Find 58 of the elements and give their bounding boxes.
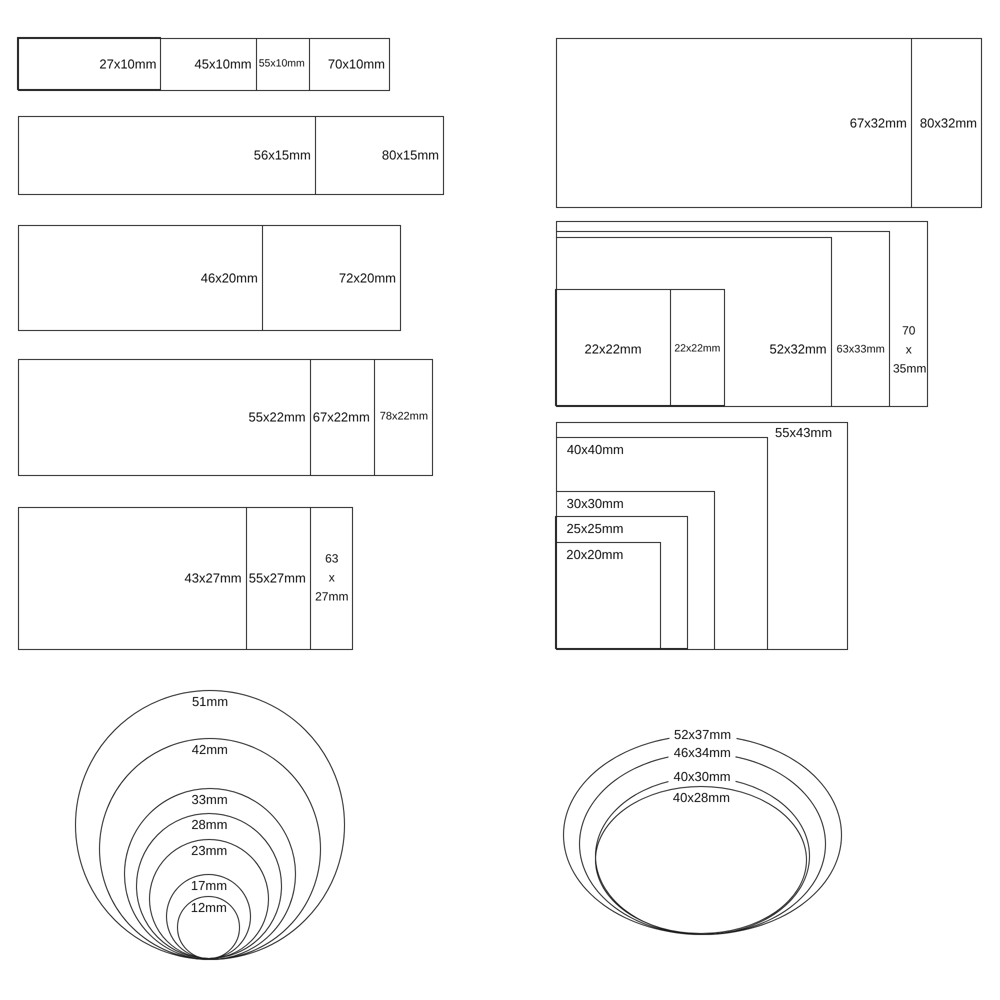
size-label: 78x22mm [380,410,428,425]
size-label: 45x10mm [194,56,252,72]
label-outline [556,422,848,650]
label-outline [18,38,390,91]
circle-outline [166,874,252,959]
size-label: 80x32mm [920,115,977,130]
size-label: 17mm [190,878,228,893]
size-label: 52x37mm [668,727,736,742]
circle-outline [149,839,270,960]
size-label: 63 x 27mm [314,550,350,606]
size-label: 25x25mm [566,521,624,536]
label-outline [18,225,401,331]
size-label: 63x33mm [836,342,885,358]
label-outline [555,542,662,650]
size-label: 22x22mm [674,342,720,357]
label-outline [555,516,688,650]
size-label: 30x30mm [566,496,624,511]
size-label: 55x43mm [775,425,832,440]
size-label: 27x10mm [99,56,156,72]
size-label: 28mm [191,817,228,832]
label-outline [555,289,726,406]
size-label: 72x20mm [338,270,396,286]
label-outline [18,38,257,91]
size-label: 70x10mm [328,56,385,72]
size-label: 80x15mm [382,148,439,163]
size-label: 52x32mm [770,342,827,357]
label-outline [17,37,162,90]
size-label: 55x27mm [248,570,306,586]
size-label: 51mm [192,694,228,709]
size-label: 20x20mm [566,547,624,562]
size-label: 46x20mm [200,270,258,286]
circle-outline [98,738,321,960]
label-outline [18,116,444,195]
size-label: 56x15mm [254,148,311,163]
circle-outline [75,690,345,960]
label-outline [556,38,982,208]
size-label: 22x22mm [584,342,643,356]
size-label: 55x10mm [258,56,305,72]
size-label: 40x40mm [566,442,624,457]
circle-outline [177,896,240,959]
label-outline [18,38,310,91]
label-outline [556,436,768,650]
size-label: 33mm [192,792,228,807]
size-label: 46x34mm [668,744,736,760]
size-label: 23mm [191,843,228,858]
size-label: 55x22mm [248,409,306,424]
size-label: 40x28mm [672,790,730,806]
size-label: 40x30mm [668,768,736,784]
size-label: 12mm [190,900,227,915]
circle-outline [124,788,296,960]
size-label: 67x22mm [312,410,370,425]
label-outline [556,236,832,407]
label-outline [556,490,715,650]
size-label: 43x27mm [184,570,242,586]
circle-outline [136,813,282,960]
size-label: 70 x 35mm [893,322,925,378]
size-label: 67x32mm [850,115,907,130]
size-label: 42mm [192,742,228,757]
